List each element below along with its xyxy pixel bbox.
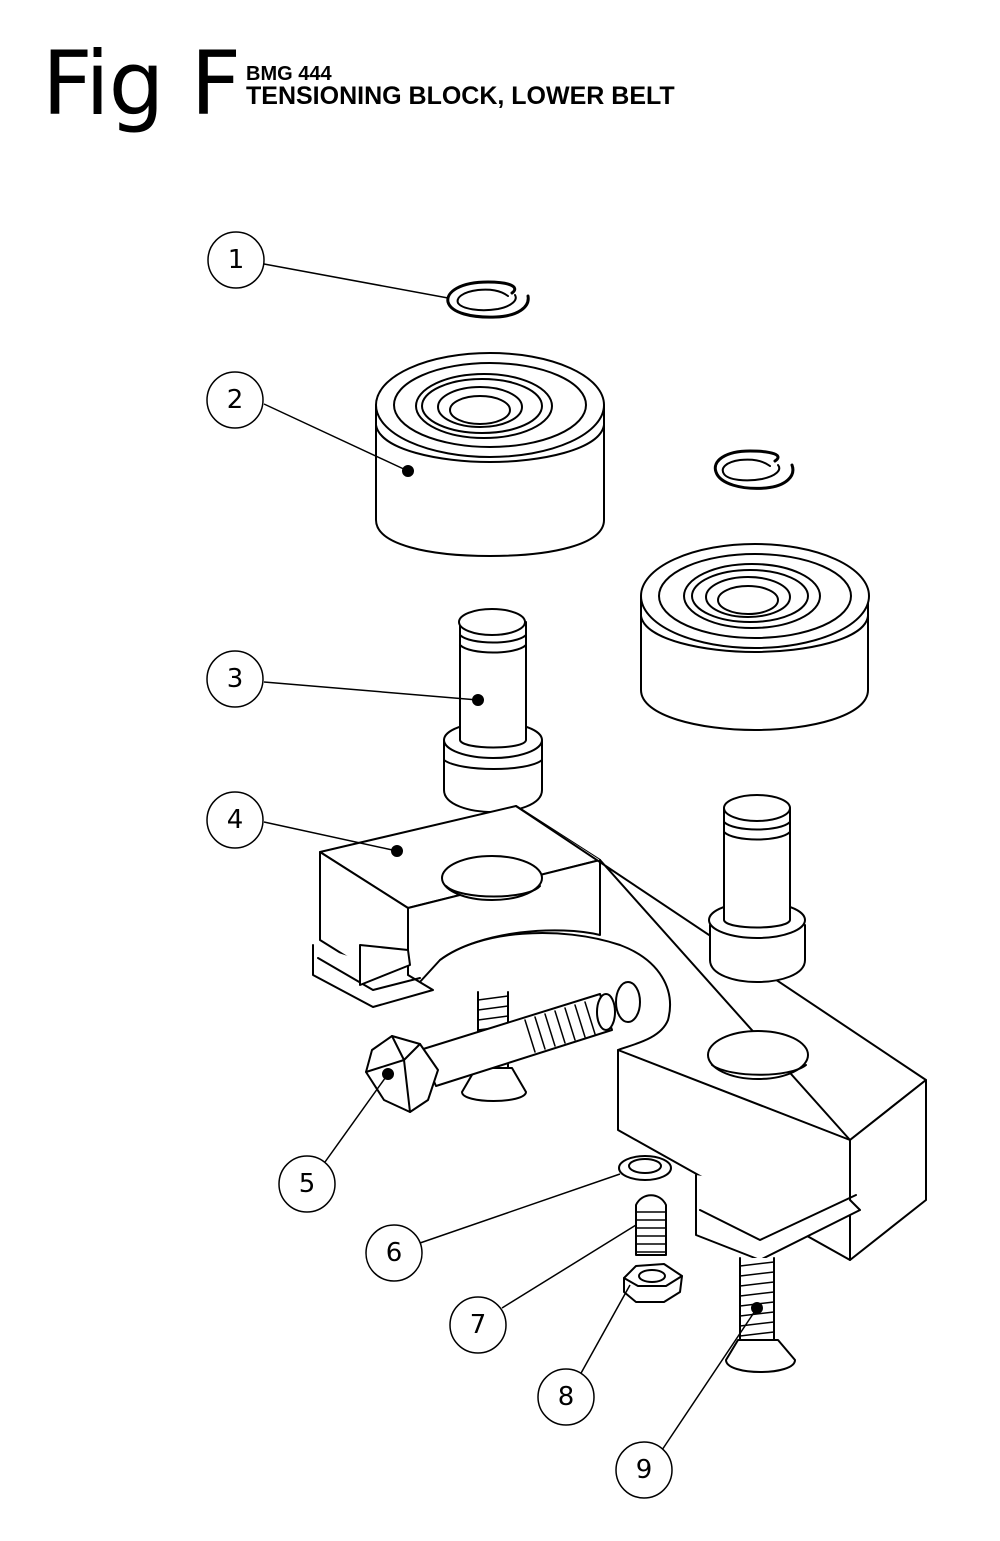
svg-text:6: 6 bbox=[386, 1238, 403, 1268]
tensioning-block-4 bbox=[312, 805, 927, 1261]
svg-text:2: 2 bbox=[227, 385, 244, 415]
callout-5: 5 bbox=[278, 1155, 336, 1213]
hex-nut-8 bbox=[623, 1263, 683, 1303]
callout-3: 3 bbox=[206, 650, 264, 708]
callout-1: 1 bbox=[207, 231, 265, 289]
callout-7: 7 bbox=[449, 1296, 507, 1354]
assembly-name: TENSIONING BLOCK, LOWER BELT bbox=[246, 82, 675, 111]
pulley-bearing-2 bbox=[375, 352, 605, 557]
svg-text:1: 1 bbox=[228, 245, 245, 275]
callout-8: 8 bbox=[537, 1368, 595, 1426]
callout-bubbles: 1 2 3 4 5 6 7 8 bbox=[206, 231, 673, 1499]
retaining-ring-right bbox=[713, 449, 795, 490]
washer-6 bbox=[618, 1155, 672, 1181]
callout-2: 2 bbox=[206, 371, 264, 429]
shoulder-shaft-3 bbox=[443, 608, 543, 813]
svg-text:9: 9 bbox=[636, 1455, 653, 1485]
svg-text:4: 4 bbox=[227, 805, 244, 835]
callout-9: 9 bbox=[615, 1441, 673, 1499]
figure-label: Fig F bbox=[42, 32, 241, 135]
leader-lines bbox=[263, 263, 758, 1454]
hex-bolt-5 bbox=[365, 993, 616, 1113]
pulley-bearing-right bbox=[640, 543, 870, 731]
shoulder-shaft-right bbox=[708, 794, 806, 983]
svg-text:7: 7 bbox=[470, 1310, 487, 1340]
svg-text:3: 3 bbox=[227, 664, 244, 694]
figure-title: BMG 444 TENSIONING BLOCK, LOWER BELT bbox=[246, 64, 675, 110]
callout-4: 4 bbox=[206, 791, 264, 849]
retaining-ring-1 bbox=[446, 280, 530, 319]
model-number: BMG 444 bbox=[246, 63, 332, 85]
callout-6: 6 bbox=[365, 1224, 423, 1282]
svg-text:8: 8 bbox=[558, 1382, 575, 1412]
set-screw-7 bbox=[635, 1194, 667, 1256]
countersunk-screw-9 bbox=[725, 1257, 796, 1373]
svg-text:5: 5 bbox=[299, 1169, 316, 1199]
